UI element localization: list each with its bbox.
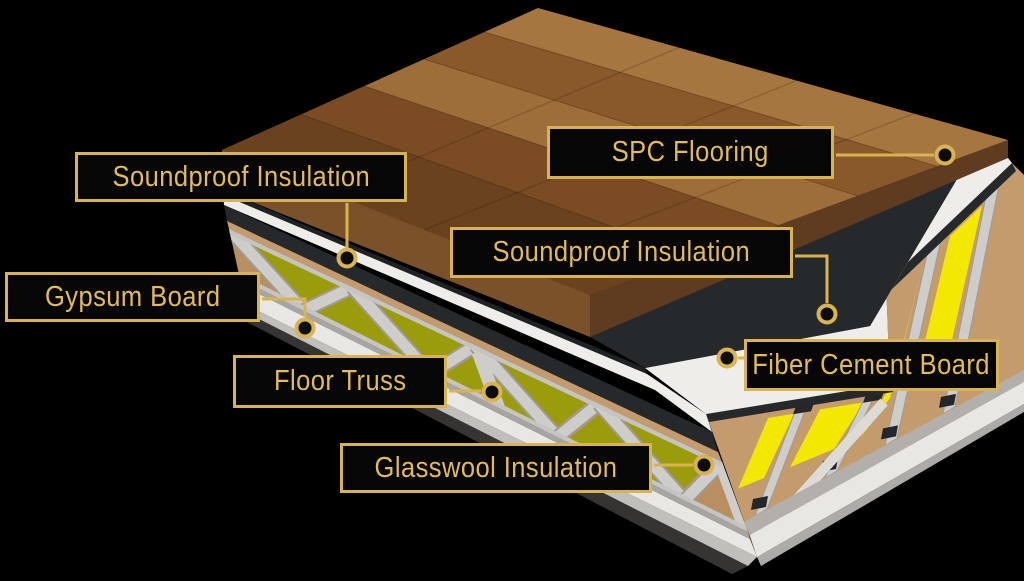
right-face — [706, 163, 1024, 566]
connector-soundproof-mid — [795, 254, 829, 303]
dot-fiber — [716, 347, 738, 369]
left-face — [222, 190, 757, 574]
shadow-line-under-wood — [222, 190, 647, 374]
label-soundproof-insulation-top: Soundproof Insulation — [75, 152, 407, 202]
glasswool-triangle — [315, 294, 417, 364]
glasswool-slab — [790, 402, 864, 468]
dot-spc — [934, 144, 956, 166]
dot-glasswool — [693, 454, 715, 476]
truss-web — [554, 399, 603, 442]
soundproof-trim-front — [706, 384, 893, 422]
glasswool-triangle — [365, 296, 465, 367]
dot-gypsum — [294, 317, 316, 339]
glasswool-triangle — [489, 355, 588, 429]
wood-plank-seam — [484, 31, 938, 167]
soundproof-cap — [751, 496, 768, 510]
glasswool-slab — [920, 205, 982, 362]
label-gypsum-board: Gypsum Board — [5, 272, 260, 322]
wood-plank-band — [301, 86, 779, 257]
right-gypsum-edge — [750, 382, 1024, 557]
truss-web — [471, 341, 562, 441]
label-text: Glasswool Insulation — [374, 451, 618, 484]
label-text: Floor Truss — [273, 365, 407, 397]
label-text: Gypsum Board — [44, 280, 221, 313]
dot-floor-truss — [481, 381, 503, 403]
connector-gypsum — [262, 297, 307, 317]
soundproof-cap — [939, 393, 956, 408]
glasswool-triangle — [242, 238, 341, 304]
label-fiber-cement-board: Fiber Cement Board — [744, 339, 999, 391]
truss-top-chord — [229, 229, 724, 467]
soundproof-trim-right — [886, 163, 1016, 291]
dot-soundproof-mid — [816, 303, 838, 325]
tan-strip — [227, 221, 722, 462]
label-text: SPC Flooring — [611, 136, 770, 168]
label-soundproof-insulation-mid: Soundproof Insulation — [450, 227, 793, 278]
label-text: Soundproof Insulation — [112, 160, 370, 193]
truss-web — [229, 229, 308, 315]
right-bottom-rim — [757, 404, 1024, 566]
dot-soundproof-top — [336, 247, 358, 269]
glasswool-slab — [738, 413, 794, 489]
label-text: Fiber Cement Board — [752, 348, 991, 381]
connectors — [262, 153, 934, 467]
label-floor-truss: Floor Truss — [233, 355, 447, 408]
soundproof-cap — [881, 425, 898, 440]
right-gray-chord — [744, 370, 1024, 535]
glasswool-triangle — [612, 414, 712, 492]
wood-side-right — [590, 140, 1008, 337]
label-text: Soundproof Insulation — [492, 236, 751, 268]
connector-dots — [294, 144, 956, 476]
wood-plank-band — [484, 8, 1008, 167]
label-glasswool-insulation: Glasswool Insulation — [340, 443, 652, 493]
truss-web — [301, 282, 355, 316]
label-spc-flooring: SPC Flooring — [547, 126, 834, 179]
